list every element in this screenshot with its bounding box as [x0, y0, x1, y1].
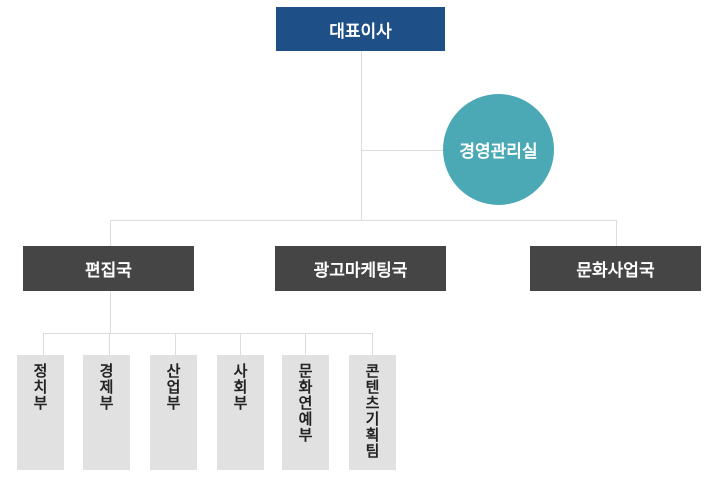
- connector-line: [43, 333, 373, 334]
- department-label: 경제부: [97, 363, 115, 411]
- ceo-box: 대표이사: [276, 7, 445, 51]
- connector-line: [240, 333, 241, 355]
- department-box: 사회부: [217, 355, 264, 470]
- connector-line: [109, 333, 110, 355]
- connector-line: [110, 291, 111, 333]
- connector-line: [110, 220, 617, 221]
- department-box: 문화연예부: [282, 355, 329, 470]
- department-label: 산업부: [164, 363, 182, 411]
- bureau-box: 편집국: [23, 246, 194, 291]
- connector-line: [372, 333, 373, 355]
- bureau-box: 문화사업국: [530, 246, 701, 291]
- bureau-box: 광고마케팅국: [275, 246, 446, 291]
- connector-line: [361, 150, 443, 151]
- connector-line: [175, 333, 176, 355]
- connector-line: [361, 51, 362, 221]
- connector-line: [616, 220, 617, 246]
- department-label: 문화연예부: [296, 363, 314, 443]
- connector-line: [110, 220, 111, 246]
- connector-line: [43, 333, 44, 355]
- department-box: 콘텐츠기획팀: [349, 355, 396, 470]
- department-label: 사회부: [231, 363, 249, 411]
- department-label: 콘텐츠기획팀: [363, 363, 381, 459]
- department-box: 정치부: [17, 355, 64, 470]
- management-office-circle: 경영관리실: [443, 94, 554, 205]
- department-box: 경제부: [83, 355, 130, 470]
- department-box: 산업부: [150, 355, 197, 470]
- connector-line: [305, 333, 306, 355]
- department-label: 정치부: [31, 363, 49, 411]
